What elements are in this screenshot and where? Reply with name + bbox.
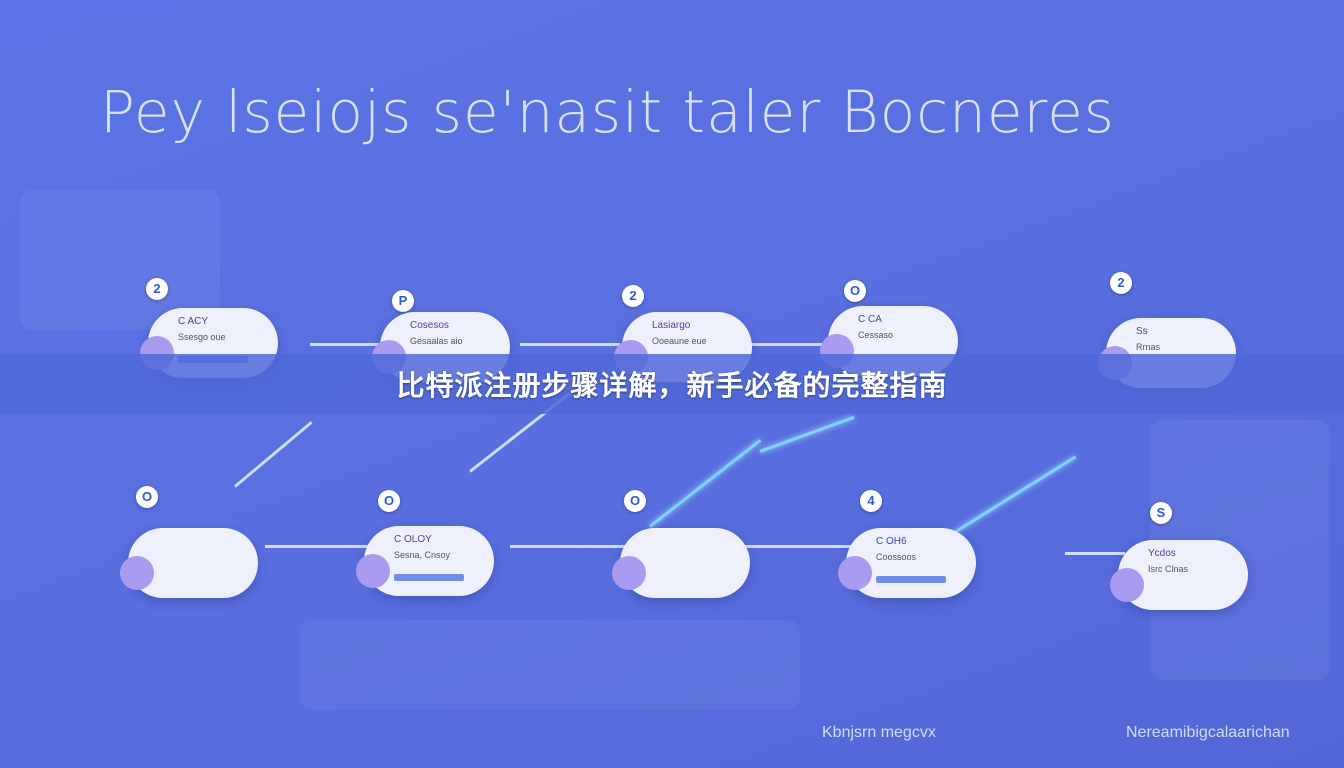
step-card: [612, 528, 750, 598]
connector-line: [234, 421, 313, 488]
connector-line: [939, 455, 1077, 543]
step-subtitle: Rrnas: [1136, 342, 1161, 352]
avatar-dot: [1110, 568, 1144, 602]
step-subtitle: Ssesgo oue: [178, 332, 226, 342]
illustration-headline: Pey lseiojs se'nasit taler Bocneres: [100, 78, 1116, 146]
step-title: Ss: [1136, 326, 1148, 337]
step-card: C OLOY Sesna, Cnsoy: [356, 526, 494, 596]
step-icon: 2: [622, 285, 644, 307]
step-title: Ycdos: [1148, 548, 1176, 559]
step-title: C CA: [858, 314, 882, 325]
step-card: [120, 528, 258, 598]
connector-line: [750, 343, 830, 346]
background-shape: [20, 190, 220, 330]
step-icon: O: [378, 490, 400, 512]
connector-line: [265, 545, 375, 548]
background-shape: [300, 620, 800, 710]
step-icon: O: [844, 280, 866, 302]
step-subtitle: Isrc Clnas: [1148, 564, 1189, 574]
footer-caption-right: Nereamibigcalaarichan: [1126, 724, 1290, 741]
avatar-dot: [356, 554, 390, 588]
connector-line: [1065, 552, 1125, 555]
step-title: C ACY: [178, 316, 209, 327]
step-title: Cosesos: [410, 320, 449, 331]
step-icon: O: [136, 486, 158, 508]
step-icon: S: [1150, 502, 1172, 524]
step-subtitle: Ooeaune eue: [652, 336, 707, 346]
connector-line: [510, 545, 630, 548]
step-bar: [876, 576, 946, 583]
step-subtitle: Gesaalas aio: [410, 336, 463, 346]
title-banner: 比特派注册步骤详解，新手必备的完整指南: [0, 354, 1344, 414]
step-icon: 4: [860, 490, 882, 512]
connector-line: [745, 545, 855, 548]
step-icon: O: [624, 490, 646, 512]
step-icon: 2: [1110, 272, 1132, 294]
step-title: Lasiargo: [652, 320, 691, 331]
step-title: C OH6: [876, 536, 907, 547]
connector-line: [520, 343, 620, 346]
step-subtitle: Cessaso: [858, 330, 894, 340]
step-bar: [394, 574, 464, 581]
step-icon: P: [392, 290, 414, 312]
avatar-dot: [838, 556, 872, 590]
footer-caption-left: Kbnjsrn megcvx: [822, 724, 936, 741]
connector-line: [759, 415, 855, 453]
step-subtitle: Sesna, Cnsoy: [394, 550, 451, 560]
step-title: C OLOY: [394, 534, 432, 545]
connector-line: [649, 439, 762, 528]
step-subtitle: Coossoos: [876, 552, 917, 562]
step-icon: 2: [146, 278, 168, 300]
avatar-dot: [120, 556, 154, 590]
page-title: 比特派注册步骤详解，新手必备的完整指南: [396, 369, 948, 402]
connector-line: [310, 343, 390, 346]
avatar-dot: [612, 556, 646, 590]
